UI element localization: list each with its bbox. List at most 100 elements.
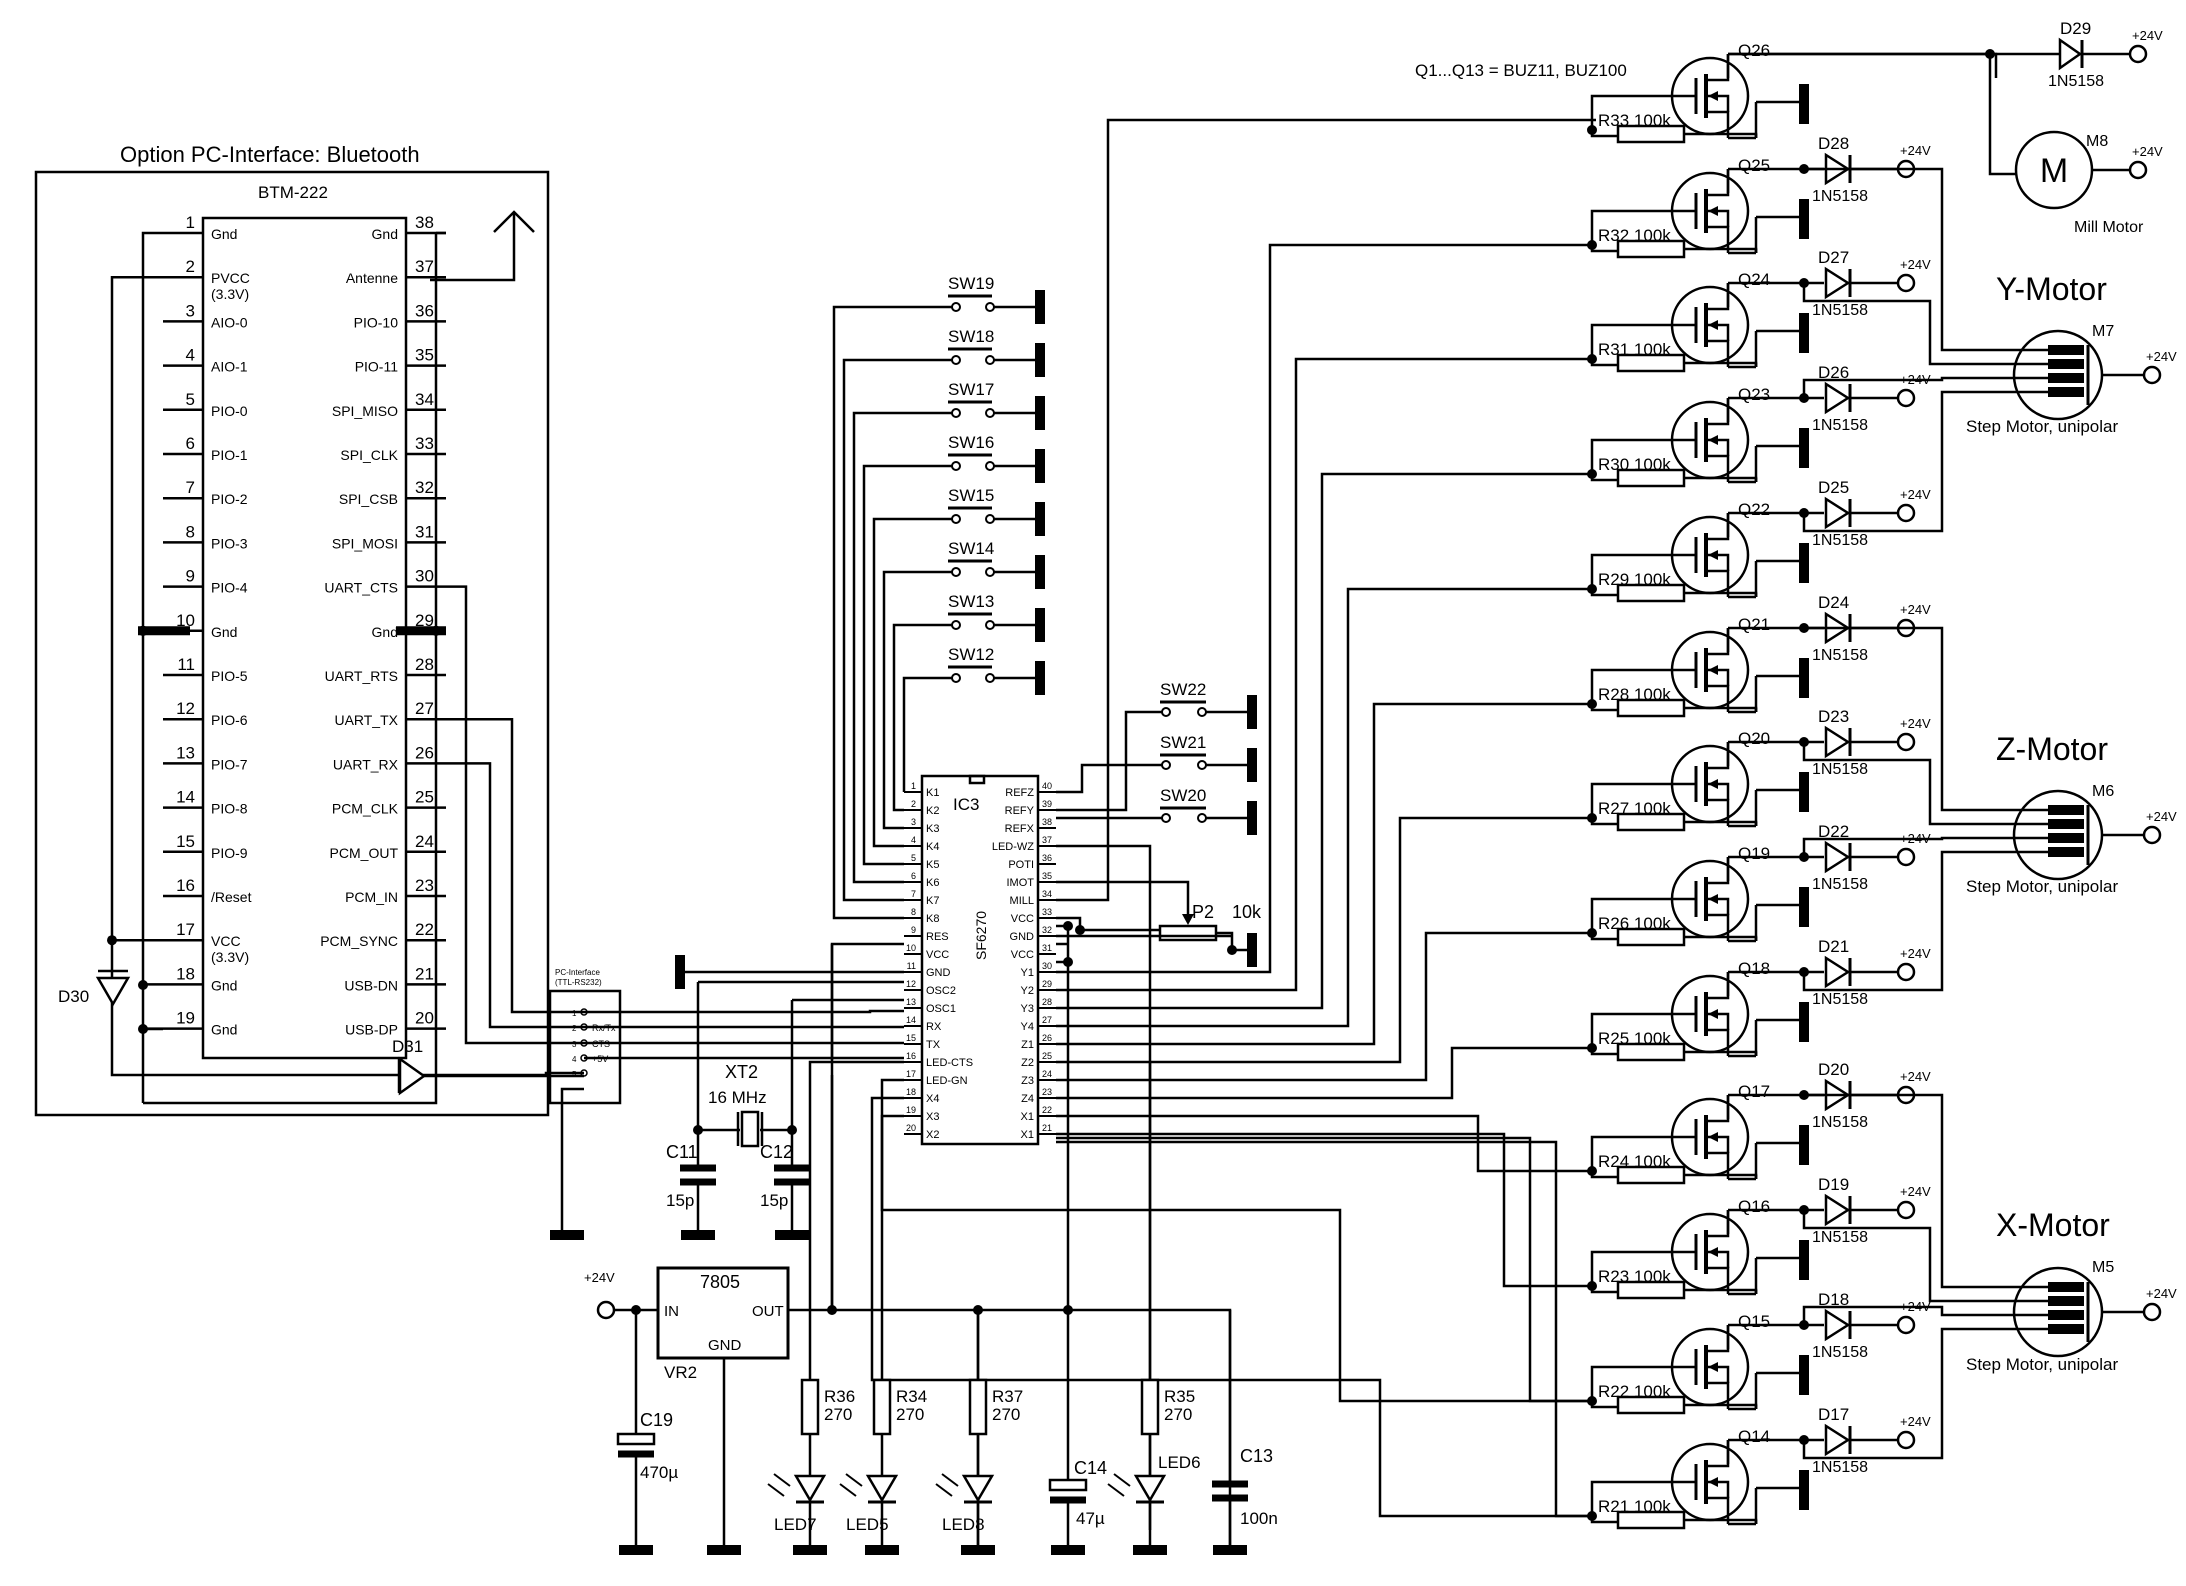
btm-pin-label: UART_RTS — [325, 668, 398, 684]
ic3-pin-number: 6 — [911, 871, 916, 881]
switch-contact — [985, 355, 995, 365]
switch-contact — [985, 620, 995, 630]
btm-pin-number: 34 — [415, 390, 434, 409]
btm-pin-number: 32 — [415, 478, 434, 497]
btm-pin-label: PIO-7 — [211, 756, 248, 772]
ic3-pin-number: 3 — [911, 817, 916, 827]
ic3-pin-label: K4 — [926, 841, 939, 853]
pot-gnd-wire — [1216, 931, 1252, 952]
gate-wire — [1590, 1516, 1618, 1524]
led-resistor-name: R35 — [1164, 1387, 1195, 1406]
diode-name: D22 — [1818, 822, 1849, 841]
ic3-pin-number: 31 — [1042, 943, 1052, 953]
led-ray — [773, 1473, 791, 1487]
btm-pin-number: 23 — [415, 876, 434, 895]
mosfet-arrow — [1708, 550, 1718, 560]
btm-pin-number: 6 — [186, 434, 195, 453]
key-switches: SW19SW18SW17SW16SW15SW14SW13SW12SW22SW21… — [832, 118, 1596, 1530]
switch-name: SW15 — [948, 486, 994, 505]
ic3-pin-number: 32 — [1042, 925, 1052, 935]
stepper-coil — [2048, 847, 2084, 857]
ic3-pin-label: Y2 — [1021, 985, 1034, 997]
gate-resistor-label: R24 100k — [1598, 1152, 1671, 1171]
btm-pin-number: 21 — [415, 964, 434, 983]
switch-contact — [951, 355, 961, 365]
motor-title: Y-Motor — [1996, 271, 2107, 307]
freewheel-diode — [2058, 37, 2083, 71]
btm-pin-label: PIO-6 — [211, 712, 248, 728]
switch-contact — [951, 408, 961, 418]
led-ray — [767, 1483, 785, 1497]
ic3-pin-label: X4 — [926, 1093, 939, 1105]
gate-wire — [1590, 474, 1618, 482]
switch-name: SW18 — [948, 327, 994, 346]
ic3-output-wire — [1056, 816, 1592, 1064]
freewheel-diode — [1824, 1308, 1851, 1342]
btm-pin-number: 13 — [176, 743, 195, 762]
stepper-coil — [2048, 373, 2084, 383]
ic3-pin-label: REFZ — [1005, 787, 1034, 799]
ic3-output-wire — [1056, 1046, 1592, 1100]
freewheel-diode — [1824, 266, 1851, 300]
switch-to-ic3-wire — [852, 411, 952, 884]
diode-part: 1N5158 — [1812, 188, 1868, 205]
ic3-pin-number: 1 — [911, 781, 916, 791]
ic3-pin-label: TX — [926, 1039, 941, 1051]
ref-switch-name: SW21 — [1160, 733, 1206, 752]
mosfet-note: Q1...Q13 = BUZ11, BUZ100 — [1415, 61, 1627, 80]
supply-label: +24V — [1900, 257, 1931, 272]
btm-pin-number: 4 — [186, 346, 195, 365]
gate-wire — [1590, 1135, 1696, 1171]
ref-switch-name: SW22 — [1160, 680, 1206, 699]
coil-wire — [1802, 283, 2048, 366]
ic3-pin-label: VCC — [1011, 913, 1034, 925]
btm-module — [201, 216, 408, 1060]
ref-switch-name: SW20 — [1160, 786, 1206, 805]
gate-wire — [1590, 553, 1696, 589]
btm-pin-number: 20 — [415, 1009, 434, 1028]
ic3-pin-number: 40 — [1042, 781, 1052, 791]
ic3-pin-label: OSC2 — [926, 985, 956, 997]
ic3-pin-number: 19 — [906, 1105, 916, 1115]
ic3-output-wire — [1056, 1132, 1592, 1288]
switch-contact — [985, 514, 995, 524]
diode-name: D18 — [1818, 1290, 1849, 1309]
led-resistor — [872, 1378, 892, 1436]
mosfet-arrow — [1708, 435, 1718, 445]
crystal-name: XT2 — [725, 1062, 758, 1082]
switch-contact — [951, 673, 961, 683]
gate-wire — [1590, 668, 1696, 704]
stepper-coil — [2048, 1296, 2084, 1306]
diode-d31-label: D31 — [392, 1037, 423, 1056]
diode-part: 1N5158 — [1812, 991, 1868, 1008]
switch-to-ic3-wire — [892, 623, 952, 812]
cap-name: C19 — [640, 1410, 673, 1430]
gate-wire — [1590, 1250, 1696, 1286]
supply-terminal — [1896, 962, 1916, 982]
ic3-pin-label: Y4 — [1021, 1021, 1034, 1033]
mill-wire — [1056, 118, 1596, 902]
switch-contact — [1197, 707, 1207, 717]
stepper-coil — [2048, 833, 2084, 843]
diode-d30-label: D30 — [58, 987, 89, 1006]
switch-name: SW17 — [948, 380, 994, 399]
ic3-pin-number: 18 — [906, 1087, 916, 1097]
mosfet-arrow — [1708, 1247, 1718, 1257]
ic3-pin-label: X1 — [1021, 1111, 1034, 1123]
mosfet-name: Q24 — [1738, 270, 1770, 289]
switch-contact — [951, 302, 961, 312]
ic3-pin-number: 25 — [1042, 1051, 1052, 1061]
btm-pin-number: 12 — [176, 699, 195, 718]
ic3-pin-label: GND — [1010, 931, 1035, 943]
led-name: LED7 — [774, 1515, 817, 1534]
diode-name: D21 — [1818, 937, 1849, 956]
motor-title: X-Motor — [1996, 1207, 2110, 1243]
supply-label: +24V — [2146, 809, 2177, 824]
regulator-pin-in: IN — [664, 1303, 679, 1320]
diode-name: D26 — [1818, 363, 1849, 382]
freewheel-diode — [1824, 496, 1851, 530]
ic3-pin-number: 27 — [1042, 1015, 1052, 1025]
switch-to-ic3-wire — [872, 517, 952, 848]
mosfet-name: Q14 — [1738, 1427, 1770, 1446]
pc-interface-subtitle: (TTL-RS232) — [555, 978, 602, 987]
